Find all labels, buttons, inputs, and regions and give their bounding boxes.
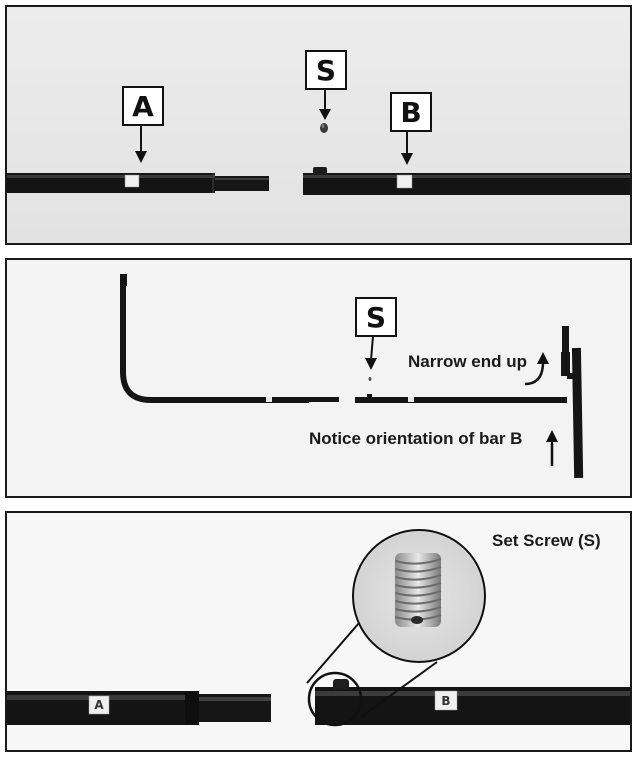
callout-s-label: S	[366, 301, 386, 334]
step-photo-3: Set Screw (S) A B	[5, 511, 632, 752]
callout-a-label: A	[132, 90, 154, 123]
set-screw-zoom	[352, 529, 486, 663]
set-screw	[320, 123, 328, 133]
tag-a: A	[94, 698, 104, 712]
bar-b-closeup: B	[315, 679, 630, 725]
bar-a	[7, 173, 269, 193]
note-narrow-end: Narrow end up	[408, 352, 527, 371]
tag-b: B	[441, 694, 450, 708]
set-screw	[368, 377, 372, 381]
callout-s-label: S	[316, 54, 336, 87]
callout-s: S	[355, 297, 397, 370]
curved-arrow-icon	[524, 352, 549, 386]
highlight-circle	[307, 671, 363, 727]
bar-a-closeup: A	[7, 691, 271, 725]
callout-a: A	[122, 86, 164, 163]
step-photo-1: A S B	[5, 5, 632, 245]
note-orientation: Notice orientation of bar B	[309, 429, 522, 448]
step-photo-2: S Narrow end up Notice orientation of ba…	[5, 258, 632, 498]
bar-b	[303, 167, 630, 195]
up-arrow-icon	[546, 430, 558, 466]
callout-b: B	[390, 92, 432, 165]
set-screw-title: Set Screw (S)	[492, 531, 601, 550]
bar-b-tee	[355, 326, 584, 479]
callout-s: S	[305, 50, 347, 120]
callout-b-label: B	[400, 96, 421, 129]
bar-a-bent	[120, 274, 339, 403]
